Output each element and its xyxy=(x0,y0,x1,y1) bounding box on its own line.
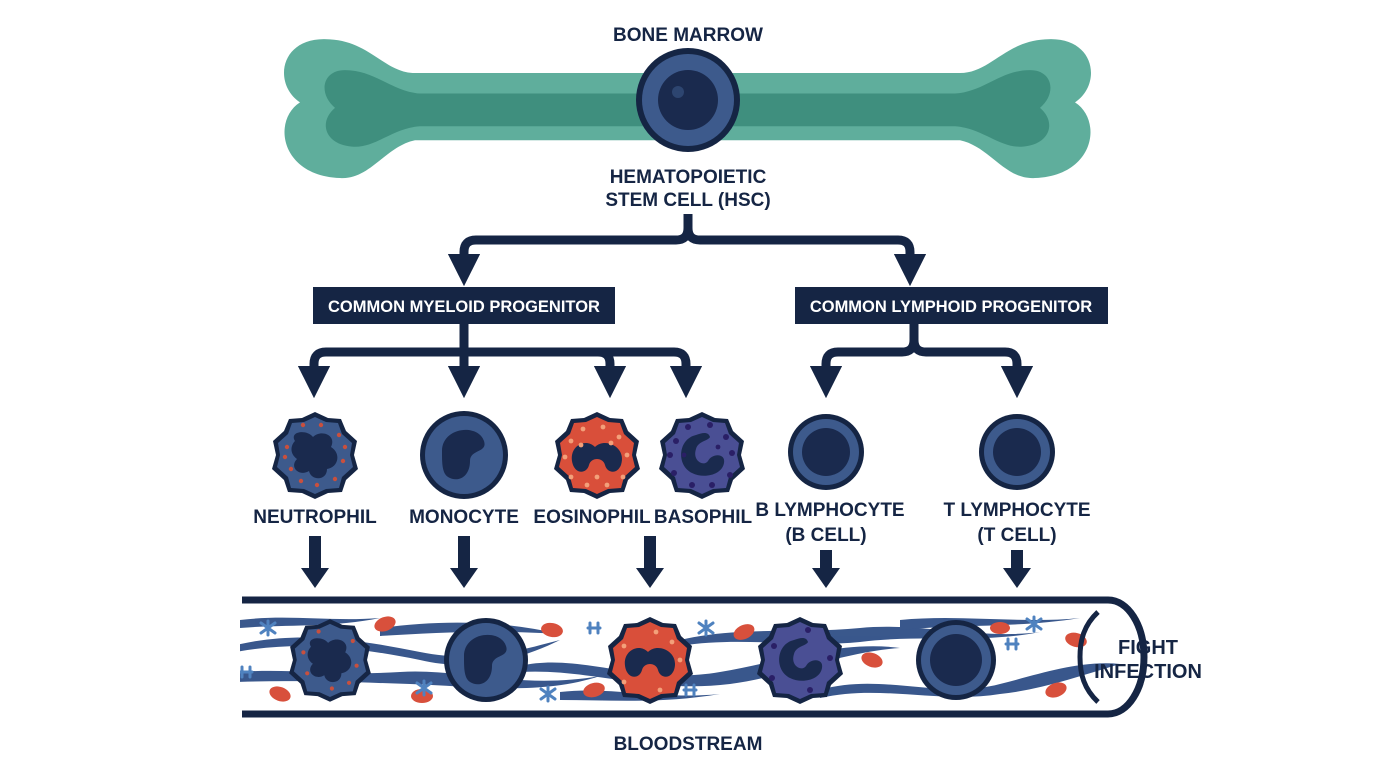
eosinophil-label: EOSINOPHIL xyxy=(533,507,651,528)
hsc-cell xyxy=(636,48,740,152)
neutrophil-label: NEUTROPHIL xyxy=(253,507,377,528)
red-blood-cells xyxy=(269,616,1087,703)
bloodstream-vessel xyxy=(240,596,1148,718)
neutrophil-cell xyxy=(272,412,358,499)
myeloid-split-arrows xyxy=(297,324,703,399)
stream-eosinophil xyxy=(607,617,693,704)
stream-basophil xyxy=(757,617,843,704)
t-lymphocyte-sublabel: (T CELL) xyxy=(977,525,1056,546)
stream-neutrophil xyxy=(289,619,371,702)
stream-monocyte xyxy=(444,618,528,702)
stream-lymphocyte xyxy=(916,620,996,700)
hsc-split-arrows xyxy=(447,214,927,287)
monocyte-cell xyxy=(420,411,508,499)
lymphoid-progenitor-label: COMMON LYMPHOID PROGENITOR xyxy=(810,298,1092,316)
eosinophil-cell xyxy=(554,412,640,499)
b-lymphocyte-cell xyxy=(788,414,864,490)
t-lymphocyte-cell xyxy=(979,414,1055,490)
fight-infection-label-line1: FIGHT xyxy=(1118,637,1178,659)
platelets xyxy=(240,615,1043,703)
lymphoid-progenitor-box: COMMON LYMPHOID PROGENITOR xyxy=(795,287,1108,324)
b-lymphocyte-sublabel: (B CELL) xyxy=(785,525,866,546)
b-lymphocyte-label: B LYMPHOCYTE xyxy=(755,500,904,521)
fight-infection-label-line2: INFECTION xyxy=(1094,661,1202,683)
bone-marrow-label: BONE MARROW xyxy=(613,25,763,46)
myeloid-progenitor-label: COMMON MYELOID PROGENITOR xyxy=(328,298,600,316)
bloodstream-label: BLOODSTREAM xyxy=(614,734,763,755)
t-lymphocyte-label: T LYMPHOCYTE xyxy=(943,500,1090,521)
monocyte-label: MONOCYTE xyxy=(409,507,519,528)
hsc-label-line2: STEM CELL (HSC) xyxy=(605,190,770,211)
myeloid-progenitor-box: COMMON MYELOID PROGENITOR xyxy=(313,287,615,324)
basophil-cell xyxy=(659,412,745,499)
lymphoid-split-arrows xyxy=(809,324,1034,399)
to-bloodstream-arrows xyxy=(301,536,1031,588)
hsc-label-line1: HEMATOPOIETIC xyxy=(610,167,767,188)
basophil-label: BASOPHIL xyxy=(654,507,753,528)
